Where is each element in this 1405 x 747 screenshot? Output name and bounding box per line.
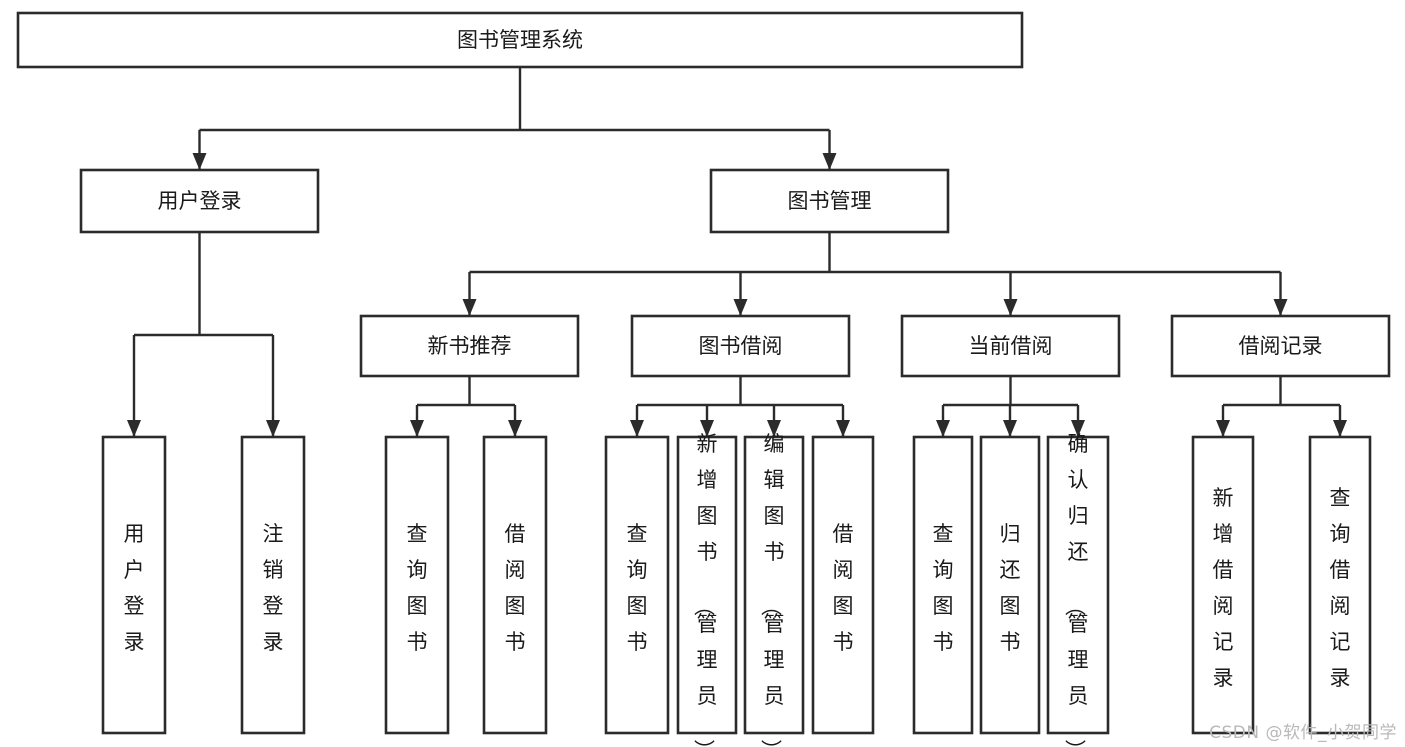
node-leaf-query-book-3[interactable]: 查询图书 — [912, 435, 974, 735]
node-label: 用户登录 — [158, 189, 242, 213]
node-user-login[interactable]: 用户登录 — [79, 168, 320, 234]
node-box — [604, 435, 670, 735]
node-current-borrow[interactable]: 当前借阅 — [900, 314, 1121, 378]
node-label: 新增图书（管理员） — [692, 432, 718, 747]
node-box — [359, 314, 580, 378]
node-label: 图书管理系统 — [457, 28, 583, 52]
node-box — [630, 314, 851, 378]
node-box — [482, 435, 548, 735]
node-leaf-user-login[interactable]: 用户登录 — [101, 435, 167, 735]
node-label: 新增借阅记录 — [1213, 486, 1234, 690]
node-box — [979, 435, 1041, 735]
node-label: 借阅图书 — [833, 522, 854, 654]
node-label: 归还图书 — [1000, 522, 1021, 654]
node-label: 查询借阅记录 — [1330, 486, 1351, 690]
node-box — [384, 435, 450, 735]
node-label: 当前借阅 — [969, 334, 1053, 358]
node-book-borrow[interactable]: 图书借阅 — [630, 314, 851, 378]
connectors-layer — [127, 67, 1347, 437]
node-leaf-confirm-return[interactable]: 确认归还（管理员） — [1046, 432, 1110, 747]
node-label: 查询图书 — [627, 522, 648, 654]
node-label: 确认归还（管理员） — [1063, 432, 1089, 747]
node-label: 图书借阅 — [699, 334, 783, 358]
node-leaf-query-book-1[interactable]: 查询图书 — [384, 435, 450, 735]
node-box — [79, 168, 320, 234]
node-root[interactable]: 图书管理系统 — [16, 11, 1024, 69]
node-leaf-query-record[interactable]: 查询借阅记录 — [1308, 435, 1372, 735]
node-label: 编辑图书（管理员） — [759, 432, 785, 747]
node-label: 查询图书 — [933, 522, 954, 654]
node-leaf-query-book-2[interactable]: 查询图书 — [604, 435, 670, 735]
node-label: 新书推荐 — [428, 334, 512, 358]
node-label: 借阅记录 — [1239, 334, 1323, 358]
node-leaf-add-record[interactable]: 新增借阅记录 — [1191, 435, 1255, 735]
node-label: 借阅图书 — [505, 522, 526, 654]
node-box — [1308, 435, 1372, 735]
node-box — [811, 435, 875, 735]
csdn-watermark: CSDN @软件_小贺同学 — [1209, 723, 1397, 743]
node-box — [16, 11, 1024, 69]
node-label: 图书管理 — [788, 189, 872, 213]
node-box — [900, 314, 1121, 378]
node-box — [240, 435, 306, 735]
node-leaf-edit-book[interactable]: 编辑图书（管理员） — [743, 432, 805, 747]
node-leaf-borrow-book-1[interactable]: 借阅图书 — [482, 435, 548, 735]
node-box — [912, 435, 974, 735]
node-book-manage[interactable]: 图书管理 — [709, 168, 950, 234]
node-borrow-record[interactable]: 借阅记录 — [1170, 314, 1391, 378]
node-box — [743, 435, 805, 735]
node-leaf-logout[interactable]: 注销登录 — [240, 435, 306, 735]
node-new-book-rec[interactable]: 新书推荐 — [359, 314, 580, 378]
node-leaf-borrow-book-2[interactable]: 借阅图书 — [811, 435, 875, 735]
node-label: 注销登录 — [263, 522, 284, 654]
node-box — [1170, 314, 1391, 378]
node-box — [1191, 435, 1255, 735]
node-leaf-add-book[interactable]: 新增图书（管理员） — [676, 432, 738, 747]
node-box — [676, 435, 738, 735]
node-box — [101, 435, 167, 735]
nodes-layer: 图书管理系统用户登录图书管理新书推荐图书借阅当前借阅借阅记录用户登录注销登录查询… — [16, 11, 1391, 747]
node-box — [1046, 435, 1110, 735]
node-box — [709, 168, 950, 234]
node-label: 用户登录 — [124, 522, 145, 654]
node-label: 查询图书 — [407, 522, 428, 654]
node-leaf-return-book[interactable]: 归还图书 — [979, 435, 1041, 735]
